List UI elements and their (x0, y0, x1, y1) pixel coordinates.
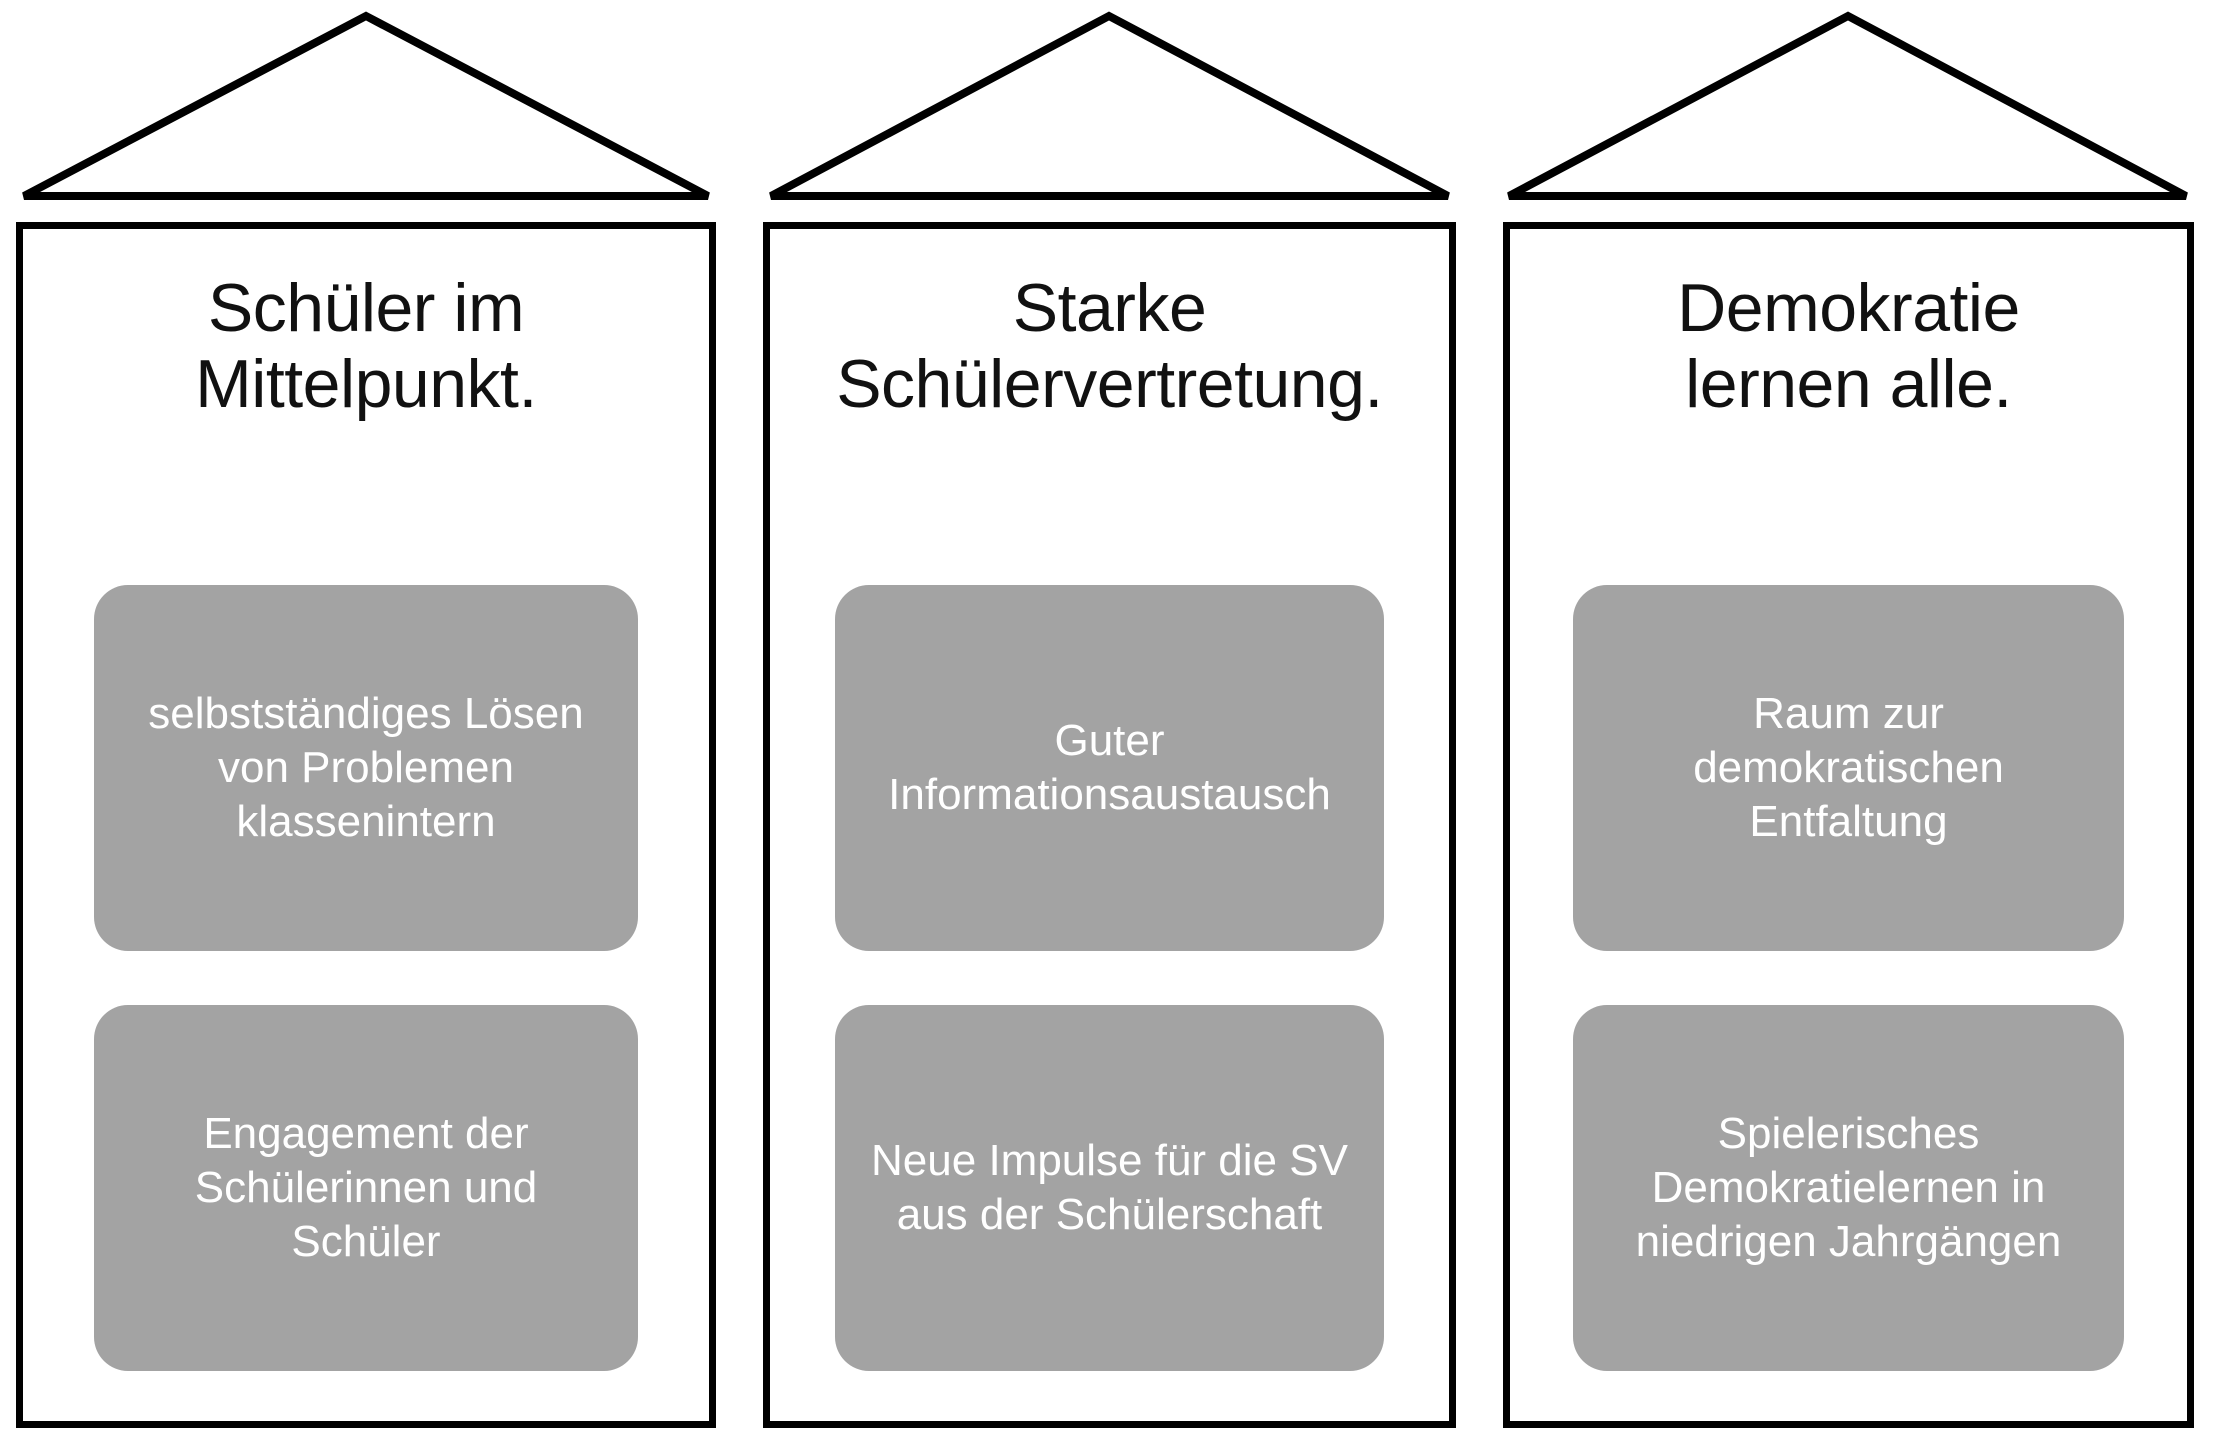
pillar-demokratie-lernen-alle: Demokratie lernen alle. Raum zur demokra… (1503, 0, 2194, 1452)
pillar-card[interactable]: Engagement der Schülerinnen und Schüler (94, 1005, 638, 1371)
roof-triangle-icon (769, 11, 1450, 200)
pillar-heading: Starke Schülervertretung. (836, 270, 1383, 423)
pillar-schueler-im-mittelpunkt: Schüler im Mittelpunkt. selbstständiges … (16, 0, 716, 1452)
pillar-heading: Demokratie lernen alle. (1677, 270, 2020, 423)
roof-triangle-icon (22, 11, 710, 200)
roof-triangle-icon (1507, 11, 2188, 200)
pillar-card[interactable]: Spielerisches Demokratielernen in niedri… (1573, 1005, 2124, 1371)
pillar-card[interactable]: Guter Informationsaustausch (835, 585, 1384, 951)
pillar-card[interactable]: Raum zur demokratischen Entfaltung (1573, 585, 2124, 951)
pillar-card[interactable]: selbstständiges Lösen von Problemen klas… (94, 585, 638, 951)
pillar-card[interactable]: Neue Impulse für die SV aus der Schülers… (835, 1005, 1384, 1371)
pillar-heading: Schüler im Mittelpunkt. (195, 270, 537, 423)
pillar-starke-schuelervertretung: Starke Schülervertretung. Guter Informat… (763, 0, 1456, 1452)
